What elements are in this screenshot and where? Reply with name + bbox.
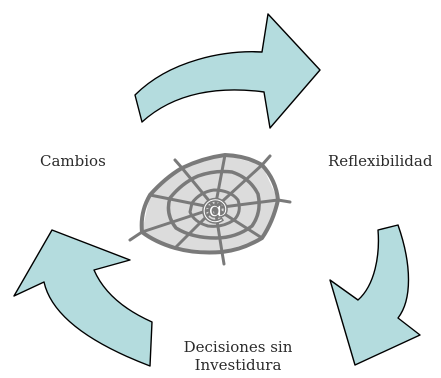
web-threads <box>128 154 292 266</box>
web-inner-ring <box>188 188 241 228</box>
right-curved-arrow <box>329 224 421 366</box>
label-decisiones-line-1: Decisiones sin <box>183 338 293 356</box>
left-curved-arrow <box>13 229 153 367</box>
web-outer-ring <box>139 153 280 255</box>
at-sign-glyph: @ <box>201 192 229 225</box>
spider-web-at-sign-icon: @ <box>128 153 292 266</box>
top-curved-arrow <box>134 13 321 129</box>
label-cambios: Cambios <box>40 152 106 170</box>
label-decisiones-sin-investidura: Decisiones sin Investidura <box>168 338 308 374</box>
web-middle-ring <box>166 169 261 240</box>
web-spokes <box>140 153 280 254</box>
label-decisiones-line-2: Investidura <box>194 356 282 374</box>
label-reflexibilidad: Reflexibilidad <box>328 152 433 170</box>
